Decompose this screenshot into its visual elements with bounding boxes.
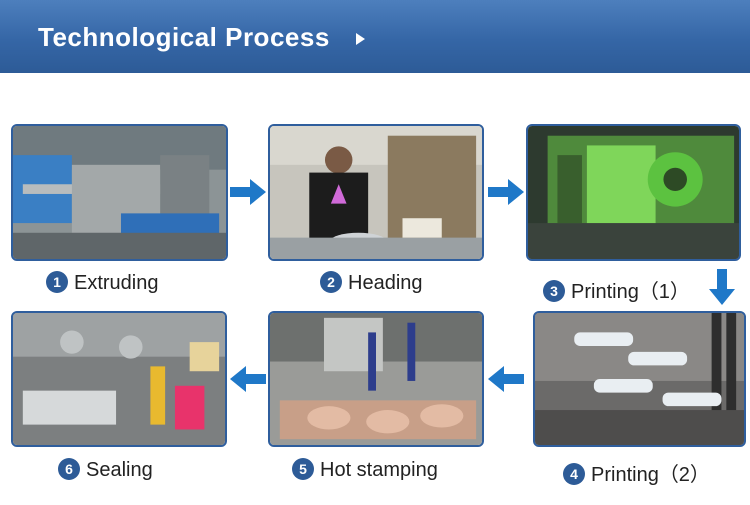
step-number-badge: 2 [320, 271, 342, 293]
step-4-photo [533, 311, 746, 447]
step-1-photo [11, 124, 228, 261]
step-4-caption: 4 Printing（2） [563, 458, 710, 487]
step-number-badge: 5 [292, 458, 314, 480]
arrow-left-icon [230, 366, 266, 392]
step-label: Hot stamping [320, 459, 438, 481]
header-banner: Technological Process [0, 0, 750, 73]
step-3-photo [526, 124, 741, 261]
step-label: Printing（1） [571, 281, 690, 303]
step-label: Sealing [86, 459, 153, 481]
play-arrow-icon [356, 33, 365, 45]
step-label: Extruding [74, 272, 159, 294]
step-1-caption: 1 Extruding [46, 271, 159, 295]
step-5-caption: 5 Hot stamping [292, 458, 438, 482]
arrow-right-icon [488, 179, 524, 205]
step-6-photo [11, 311, 227, 447]
arrow-down-icon [709, 269, 735, 305]
step-number-badge: 4 [563, 463, 585, 485]
step-label: Printing（2） [591, 464, 710, 486]
step-2-caption: 2 Heading [320, 271, 423, 295]
arrow-left-icon [488, 366, 524, 392]
step-label: Heading [348, 272, 423, 294]
page-title: Technological Process [38, 22, 330, 53]
step-2-photo [268, 124, 484, 261]
step-number-badge: 1 [46, 271, 68, 293]
step-number-badge: 6 [58, 458, 80, 480]
step-3-caption: 3 Printing（1） [543, 275, 690, 304]
step-5-photo [268, 311, 484, 447]
arrow-right-icon [230, 179, 266, 205]
step-number-badge: 3 [543, 280, 565, 302]
step-6-caption: 6 Sealing [58, 458, 153, 482]
